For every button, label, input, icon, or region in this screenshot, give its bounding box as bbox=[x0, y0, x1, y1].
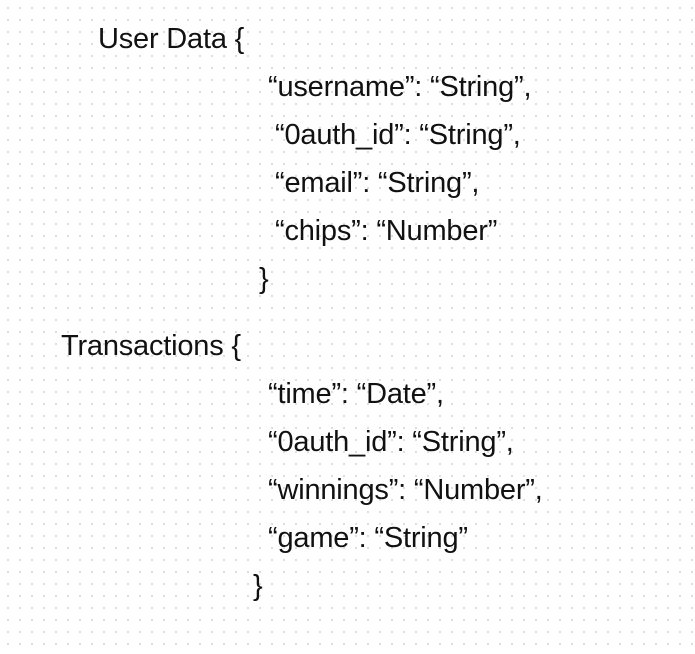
transactions-header: Transactions { bbox=[61, 330, 241, 362]
user-data-header: User Data { bbox=[98, 23, 245, 55]
user-data-field-username: “username”: “String”, bbox=[268, 71, 532, 103]
user-data-field-chips: “chips”: “Number” bbox=[275, 215, 498, 247]
user-data-field-email: “email”: “String”, bbox=[275, 167, 480, 199]
transactions-field-game: “game”: “String” bbox=[268, 522, 468, 554]
transactions-closing-brace: } bbox=[253, 570, 263, 602]
transactions-field-oauth-id: “0auth_id”: “String”, bbox=[268, 426, 514, 458]
transactions-field-time: “time”: “Date”, bbox=[268, 378, 444, 410]
transactions-field-winnings: “winnings”: “Number”, bbox=[268, 474, 543, 506]
user-data-closing-brace: } bbox=[259, 263, 269, 295]
user-data-field-oauth-id: “0auth_id”: “String”, bbox=[275, 119, 521, 151]
